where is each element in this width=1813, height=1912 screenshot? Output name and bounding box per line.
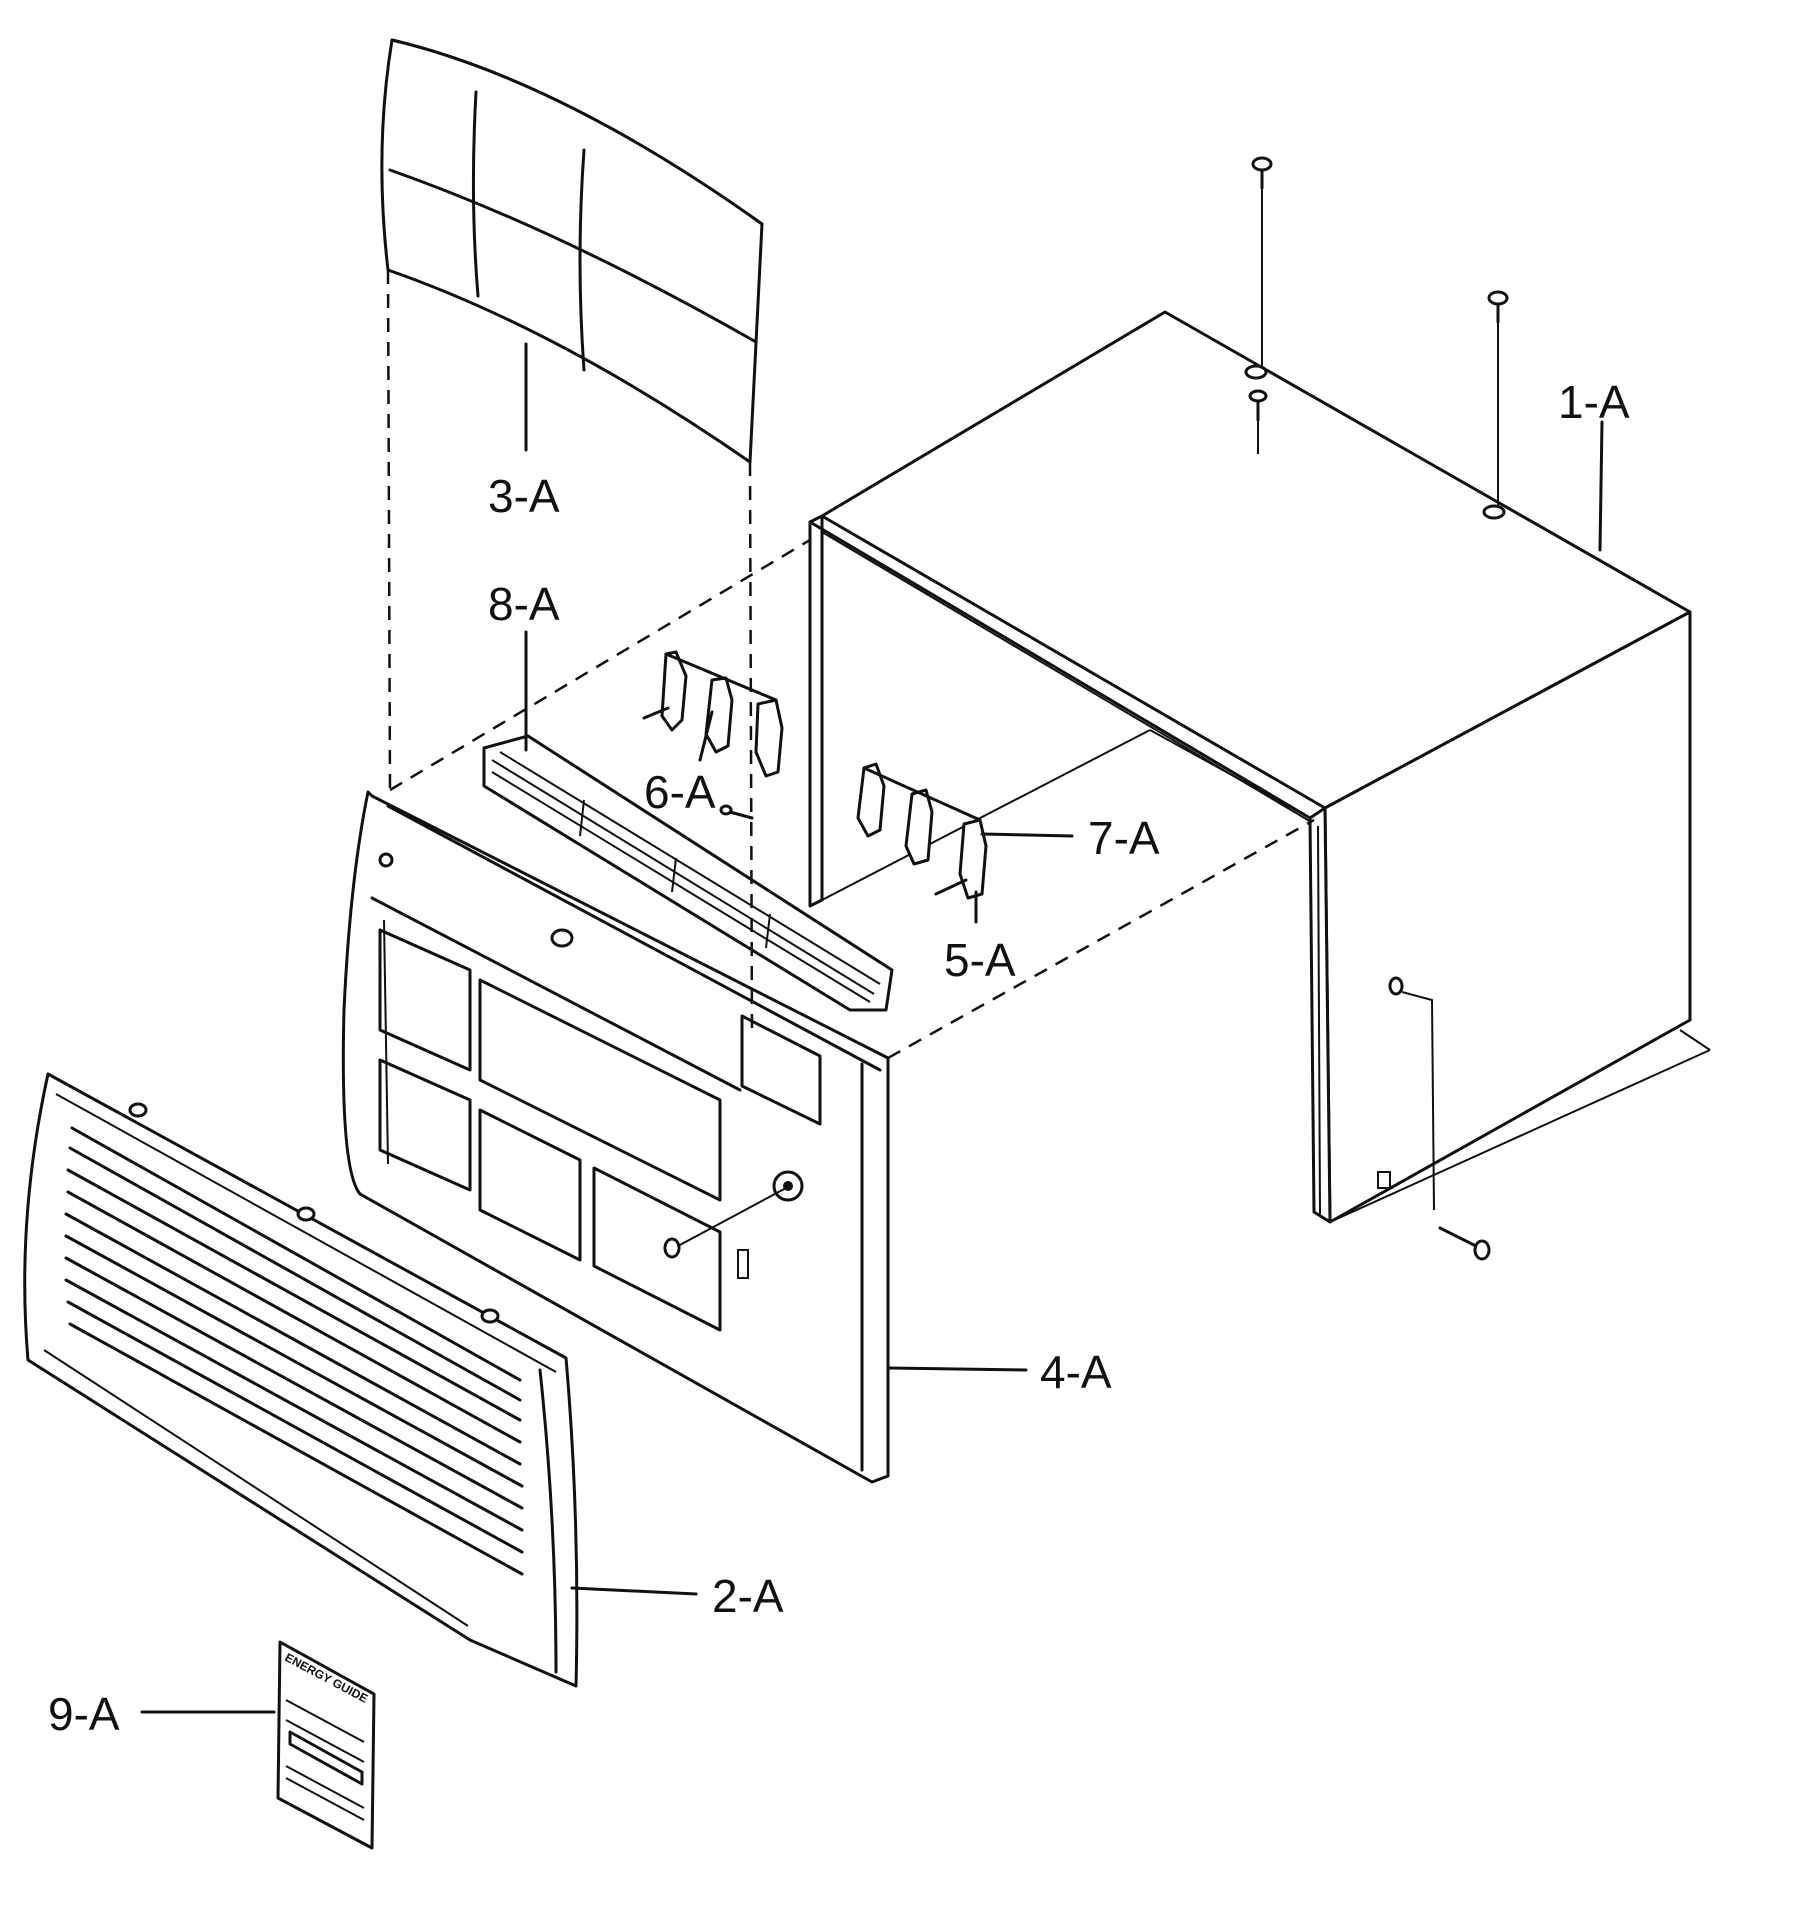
louver-assembly[interactable] [482,734,894,1012]
label-8-a: 8-A [488,578,560,630]
grille-slats [64,1126,524,1576]
label-7-a: 7-A [1088,812,1160,864]
label-2-a: 2-A [712,1570,784,1622]
label-3-a: 3-A [488,470,560,522]
bracket-6a[interactable] [642,650,784,778]
screw-icon [1251,156,1273,368]
screw-icon [1401,991,1491,1261]
screw-icon [1487,290,1509,508]
label-6-a: 6-A [644,766,716,818]
bracket-7a[interactable] [856,762,988,900]
screws [1248,156,1509,1261]
label-1-a: 1-A [1558,376,1630,428]
screw-icon [1248,389,1268,454]
front-frame[interactable] [341,790,890,1484]
alignment-lines [386,269,1315,1060]
small-screw-icon [719,804,754,820]
label-9-a: 9-A [48,1688,120,1740]
label-5-a: 5-A [944,934,1016,986]
front-grille[interactable] [23,1072,579,1688]
air-filter[interactable] [380,38,764,464]
cabinet-wrapper[interactable] [808,310,1711,1224]
part-labels: 1-A 3-A 8-A 6-A 7-A 5-A 4-A 2-A 9-A [48,376,1630,1740]
label-4-a: 4-A [1040,1346,1112,1398]
energy-guide-label[interactable]: ENERGY GUIDE [276,1640,376,1850]
leader-lines [140,342,1604,1714]
